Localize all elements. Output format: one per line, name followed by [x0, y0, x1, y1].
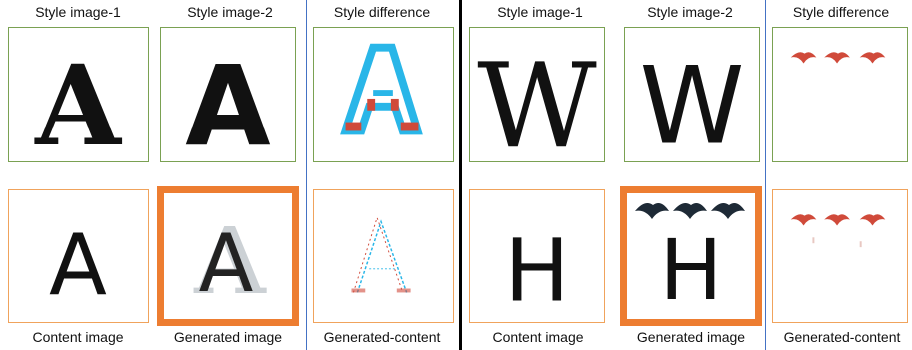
left-content-glyph: A	[49, 215, 107, 314]
left-style-difference	[313, 27, 454, 162]
left-generated-glyph: A A	[193, 207, 267, 315]
left-generated-image: A A	[157, 186, 299, 326]
left-header-style1: Style image-1	[35, 4, 121, 20]
left-style-image-1: A	[8, 27, 149, 162]
right-generated-glyph: H	[635, 203, 745, 319]
right-style1-glyph: W	[477, 39, 597, 161]
right-style-difference	[772, 27, 908, 162]
right-generated-content	[772, 189, 908, 323]
right-footer-content: Content image	[492, 329, 584, 345]
left-style1-glyph: A	[34, 41, 122, 161]
svg-text:A: A	[49, 215, 107, 314]
left-footer-generated: Generated image	[173, 329, 283, 345]
right-style-image-2: W	[624, 27, 760, 162]
right-style2-glyph: W	[639, 44, 744, 161]
right-header-style1: Style image-1	[497, 4, 583, 20]
right-header-style2: Style image-2	[647, 4, 733, 20]
panel-divider	[459, 0, 462, 350]
left-content-image: A	[8, 189, 149, 323]
right-footer-generated: Generated image	[636, 329, 746, 345]
left-style-diff-glyph	[340, 43, 423, 135]
right-content-glyph: H	[504, 221, 569, 321]
right-gen-content-marks	[790, 214, 886, 248]
left-generated-content	[313, 189, 454, 323]
separator-line-right	[765, 0, 766, 350]
right-style-image-1: W	[469, 27, 605, 162]
right-header-style-diff: Style difference	[792, 4, 890, 20]
svg-text:A: A	[199, 217, 254, 310]
left-style2-glyph: A	[185, 43, 270, 161]
svg-text:W: W	[477, 39, 597, 161]
left-footer-content: Content image	[32, 329, 124, 345]
left-header-style-diff: Style difference	[333, 4, 431, 20]
svg-text:H: H	[504, 221, 569, 321]
left-style-image-2: A	[160, 27, 296, 162]
left-gen-content-glyph	[351, 216, 411, 293]
svg-text:H: H	[659, 221, 722, 319]
left-header-style2: Style image-2	[187, 4, 273, 20]
svg-text:A: A	[34, 41, 122, 161]
right-content-image: H	[469, 189, 605, 323]
right-generated-image: H	[620, 186, 762, 326]
left-footer-gen-content: Generated-content	[323, 329, 441, 345]
separator-line-left	[306, 0, 307, 350]
svg-text:A: A	[185, 43, 270, 161]
svg-text:A: A	[193, 207, 267, 315]
right-footer-gen-content: Generated-content	[783, 329, 901, 345]
svg-text:W: W	[639, 44, 744, 161]
right-style-diff-marks	[790, 52, 886, 64]
